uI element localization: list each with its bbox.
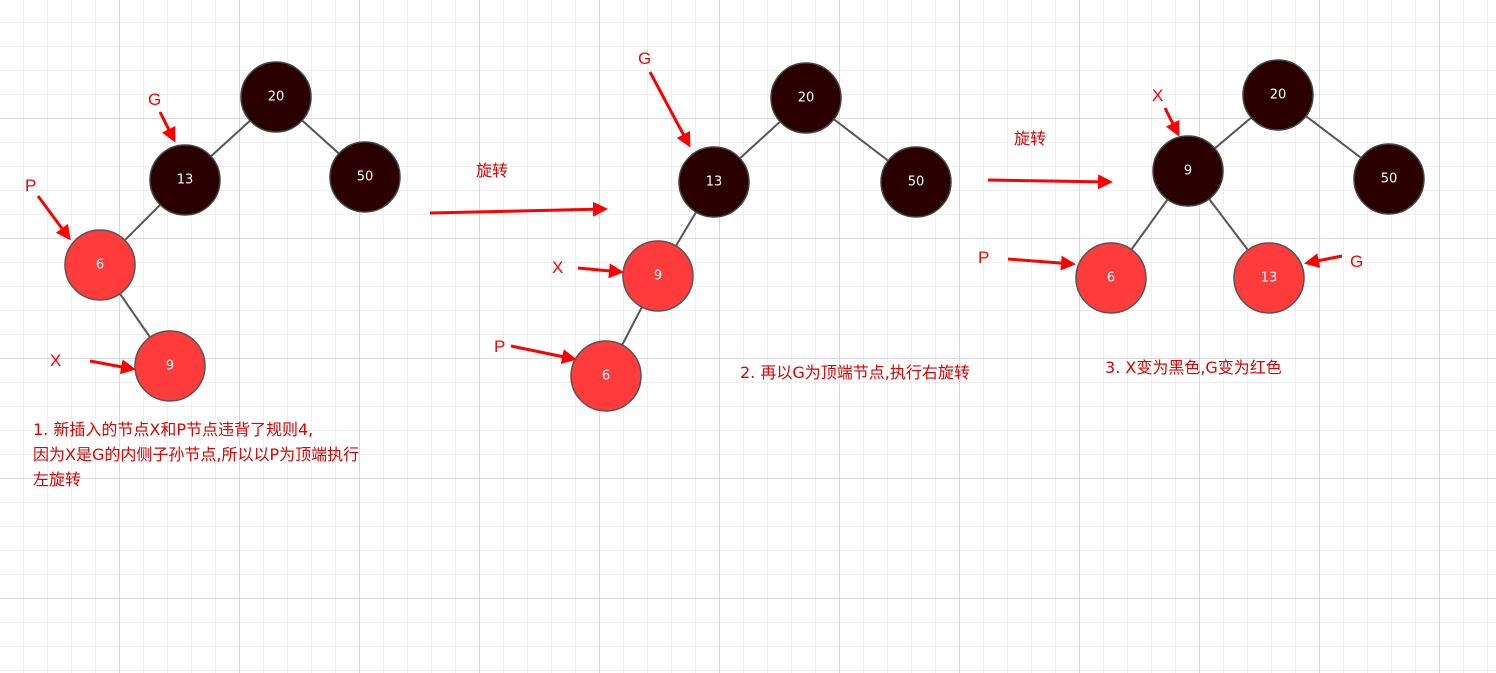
node-13-label: 13 [706, 175, 723, 190]
label-p: P [978, 248, 989, 267]
transition-arrow-2 [987, 174, 1113, 190]
pointer-p-arrow [510, 344, 577, 364]
label-g: G [148, 90, 161, 109]
label-p: P [494, 337, 505, 356]
pointer-g-arrow [158, 111, 176, 143]
node-6-label: 6 [1107, 271, 1115, 286]
node-9 [1152, 135, 1224, 207]
node-50 [1353, 143, 1425, 215]
node-20-label: 20 [798, 91, 815, 106]
node-13-label: 13 [1261, 271, 1278, 286]
node-50-label: 50 [1381, 172, 1398, 187]
pointer-g-arrow [648, 71, 691, 148]
node-50-label: 50 [357, 170, 374, 185]
panel-3: 20 9 50 6 13 X P G [978, 59, 1425, 314]
pointer-x-arrow [89, 359, 136, 375]
node-6-label: 6 [602, 369, 610, 384]
node-50 [329, 141, 401, 213]
caption-step-3: 3. X变为黑色,G变为红色 [1105, 358, 1282, 377]
label-x: X [50, 351, 61, 370]
node-13 [1233, 242, 1305, 314]
pointer-p-arrow [36, 195, 71, 241]
node-50 [880, 146, 952, 218]
node-6 [1075, 242, 1147, 314]
label-x: X [1152, 86, 1163, 105]
node-20 [1242, 59, 1314, 131]
panel-2: 20 13 50 9 6 G X P [494, 49, 952, 412]
caption-step-2: 2. 再以G为顶端节点,执行右旋转 [740, 363, 970, 382]
pointer-p-arrow [1007, 255, 1076, 271]
node-50-label: 50 [908, 175, 925, 190]
node-9-label: 9 [166, 359, 174, 374]
node-13 [149, 144, 221, 216]
node-13-label: 13 [177, 173, 194, 188]
node-20 [240, 61, 312, 133]
node-6-label: 6 [96, 258, 104, 273]
node-13 [678, 146, 750, 218]
pointer-x-arrow [577, 263, 624, 279]
node-9-label: 9 [1184, 164, 1192, 179]
node-9-label: 9 [654, 269, 662, 284]
node-20-label: 20 [268, 90, 285, 105]
label-g: G [1350, 252, 1363, 271]
transition-label-1: 旋转 [476, 161, 509, 180]
node-6 [570, 340, 642, 412]
node-20 [770, 62, 842, 134]
label-g: G [638, 49, 651, 68]
pointer-x-arrow [1163, 107, 1180, 137]
caption-step-1: 1. 新插入的节点X和P节点违背了规则4, 因为X是G的内侧子孙节点,所以以P为… [33, 420, 360, 489]
node-20-label: 20 [1270, 88, 1287, 103]
label-p: P [25, 176, 36, 195]
pointer-g-arrow [1304, 253, 1343, 269]
label-x: X [552, 258, 563, 277]
transition-arrow-1 [429, 201, 608, 217]
transition-label-2: 旋转 [1014, 129, 1047, 148]
node-6 [64, 229, 136, 301]
panel-1: 20 13 50 6 9 G P X [25, 61, 401, 402]
